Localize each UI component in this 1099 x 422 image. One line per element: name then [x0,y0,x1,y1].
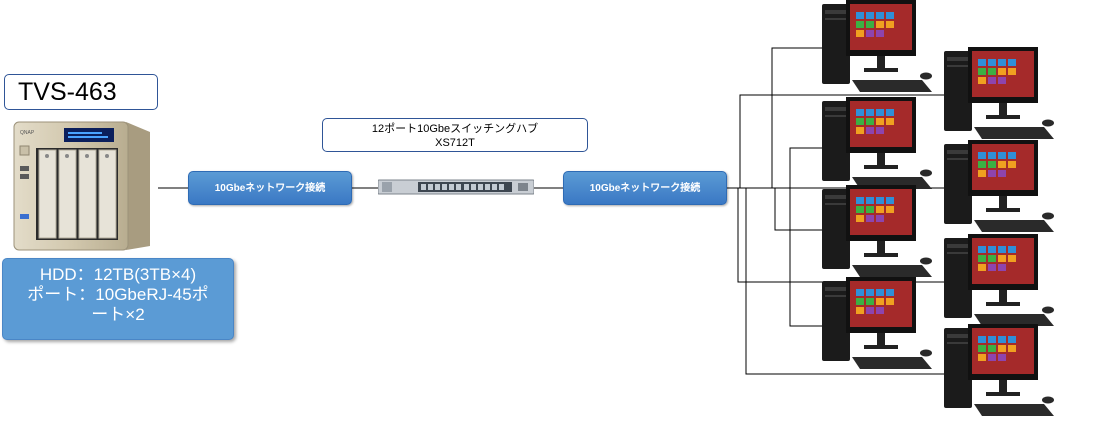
switch-label-box: 12ポート10Gbeスイッチングハブ XS712T [322,118,588,152]
client-pc [822,0,932,92]
client-pc [944,140,1054,232]
nas-brand-logo: QNAP [20,130,35,136]
client-pc [822,277,932,369]
client-pc [822,97,932,189]
client-pc [944,47,1054,139]
nas-model-title: TVS-463 [4,74,158,110]
switch-name: 12ポート10Gbeスイッチングハブ [371,123,539,135]
nas-spec-box: HDD：12TB(3TB×4) ポート：10GbeRJ-45ポ ート×2 [2,258,234,340]
switch-device-image [378,179,534,195]
spec-port-cont: ート×2 [91,305,145,324]
client-pc [822,185,932,277]
nas-device-image: QNAP [13,121,150,251]
client-pc [944,234,1054,326]
spec-port: ポート：10GbeRJ-45ポ [27,285,209,304]
switch-model: XS712T [435,137,475,149]
spec-hdd: HDD：12TB(3TB×4) [39,265,197,284]
right-connection-label: 10Gbeネットワーク接続 [563,171,727,205]
client-pc [944,324,1054,416]
left-connection-label: 10Gbeネットワーク接続 [188,171,352,205]
